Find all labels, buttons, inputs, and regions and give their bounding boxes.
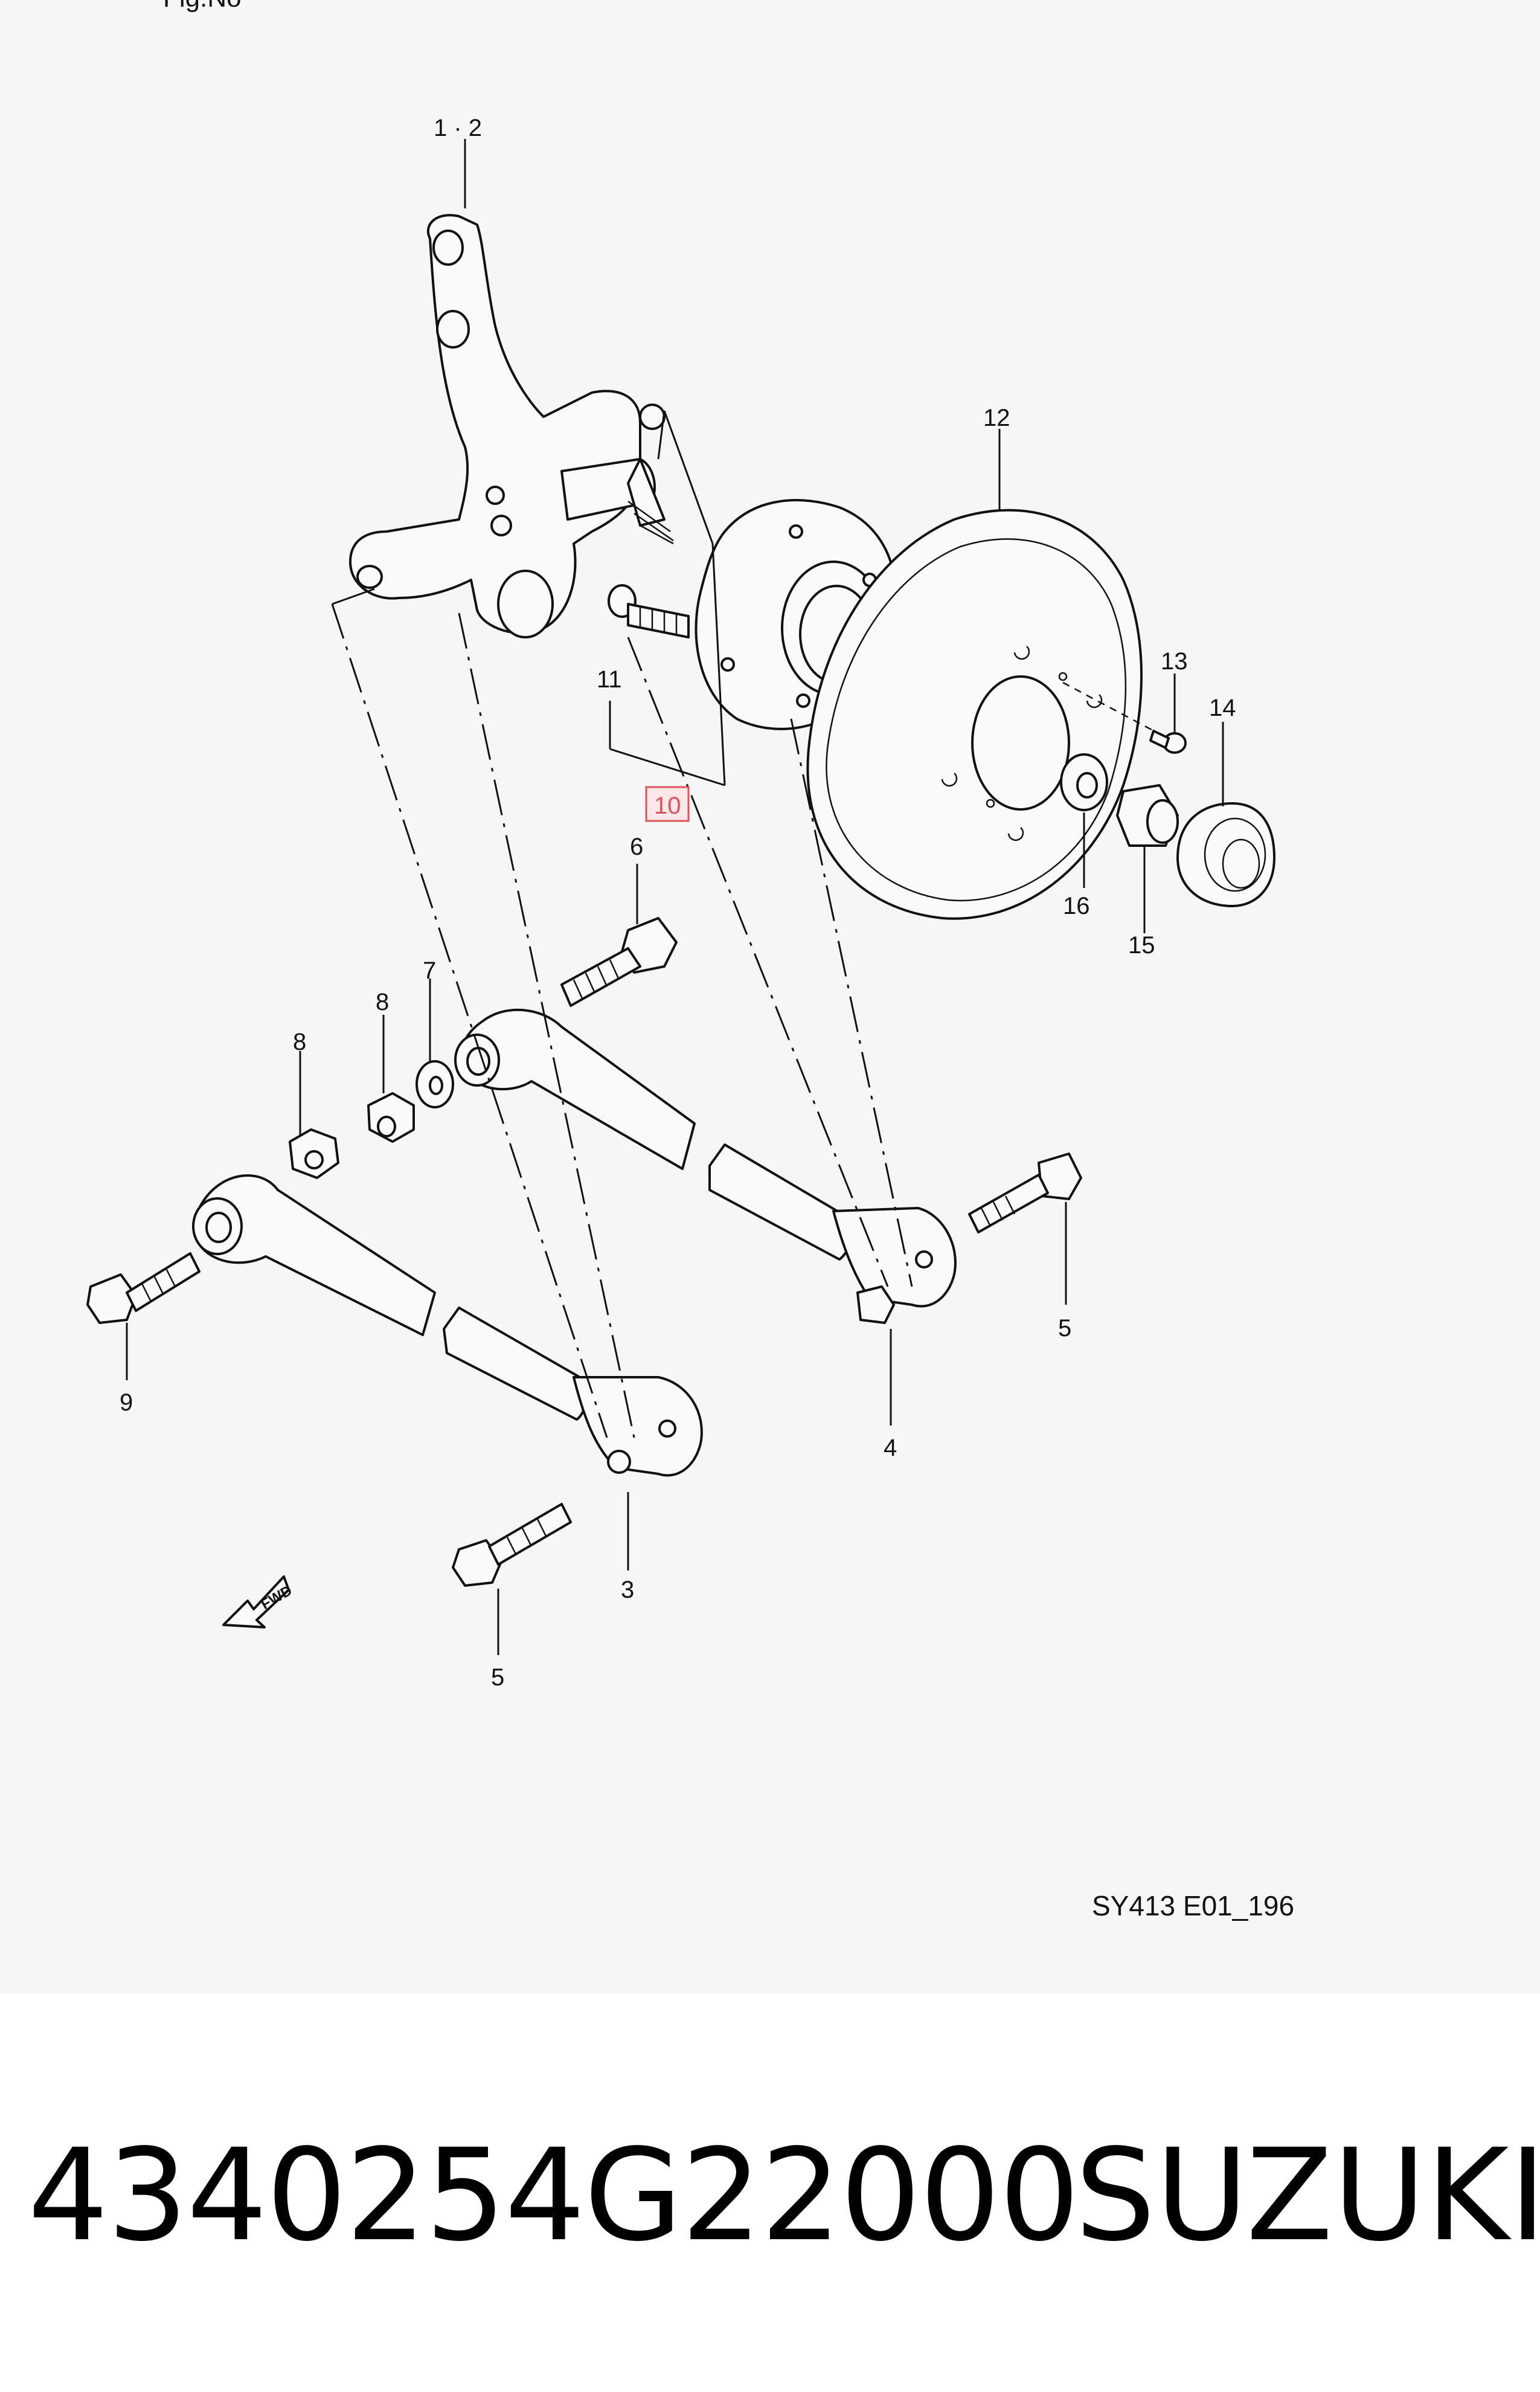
label-1-2: 1 · 2 bbox=[434, 115, 482, 141]
label-11: 11 bbox=[597, 666, 622, 693]
label-13: 13 bbox=[1161, 648, 1188, 675]
label-12: 12 bbox=[983, 405, 1010, 431]
drum-screw[interactable] bbox=[1062, 681, 1187, 754]
label-8-upper: 8 bbox=[376, 989, 389, 1015]
hub-washer[interactable] bbox=[1060, 753, 1108, 811]
label-15: 15 bbox=[1128, 932, 1155, 959]
label-10: 10 bbox=[654, 793, 681, 819]
brake-drum[interactable] bbox=[806, 509, 1143, 920]
bolt-5-lower[interactable] bbox=[452, 1503, 572, 1587]
label-5-right: 5 bbox=[1058, 1315, 1071, 1342]
exploded-view-drawing: FWD 1 · 2 12 13 14 11 10 6 16 15 7 8 8 5… bbox=[86, 115, 1275, 1691]
drawing-code: SY413 E01_196 bbox=[1092, 1890, 1295, 1921]
nut-8-lower[interactable] bbox=[289, 1128, 339, 1179]
brand-name: SUZUKI bbox=[1075, 2121, 1540, 2269]
label-9: 9 bbox=[120, 1389, 133, 1416]
label-6: 6 bbox=[630, 834, 643, 860]
label-14: 14 bbox=[1209, 695, 1236, 721]
upper-lateral-rod[interactable] bbox=[454, 1008, 957, 1324]
figure-header-fragment: Fig.No bbox=[163, 0, 242, 13]
wheel-stud[interactable] bbox=[608, 584, 690, 638]
label-4: 4 bbox=[884, 1435, 897, 1461]
washer-7[interactable] bbox=[415, 1060, 454, 1108]
hub-nut[interactable] bbox=[1116, 784, 1179, 847]
bolt-5-right[interactable] bbox=[968, 1153, 1082, 1233]
hub-cap[interactable] bbox=[1176, 802, 1275, 907]
label-7: 7 bbox=[423, 957, 436, 984]
label-16: 16 bbox=[1063, 893, 1090, 919]
label-3: 3 bbox=[621, 1577, 634, 1603]
bolt-6[interactable] bbox=[560, 917, 678, 1007]
fwd-arrow-icon: FWD bbox=[222, 1575, 295, 1628]
highlight-box-10 bbox=[645, 786, 690, 822]
label-8-lower: 8 bbox=[293, 1029, 306, 1055]
lower-lateral-rod[interactable] bbox=[192, 1174, 703, 1477]
parts-diagram: Fig.No bbox=[86, 0, 1295, 1921]
part-number: 4340254G22000 bbox=[28, 2121, 1080, 2269]
nut-8-upper[interactable] bbox=[367, 1092, 415, 1143]
steering-knuckle[interactable] bbox=[349, 214, 674, 638]
bolt-9[interactable] bbox=[86, 1252, 201, 1324]
label-5-lower: 5 bbox=[491, 1664, 504, 1691]
part-footer bbox=[0, 1993, 1540, 2392]
